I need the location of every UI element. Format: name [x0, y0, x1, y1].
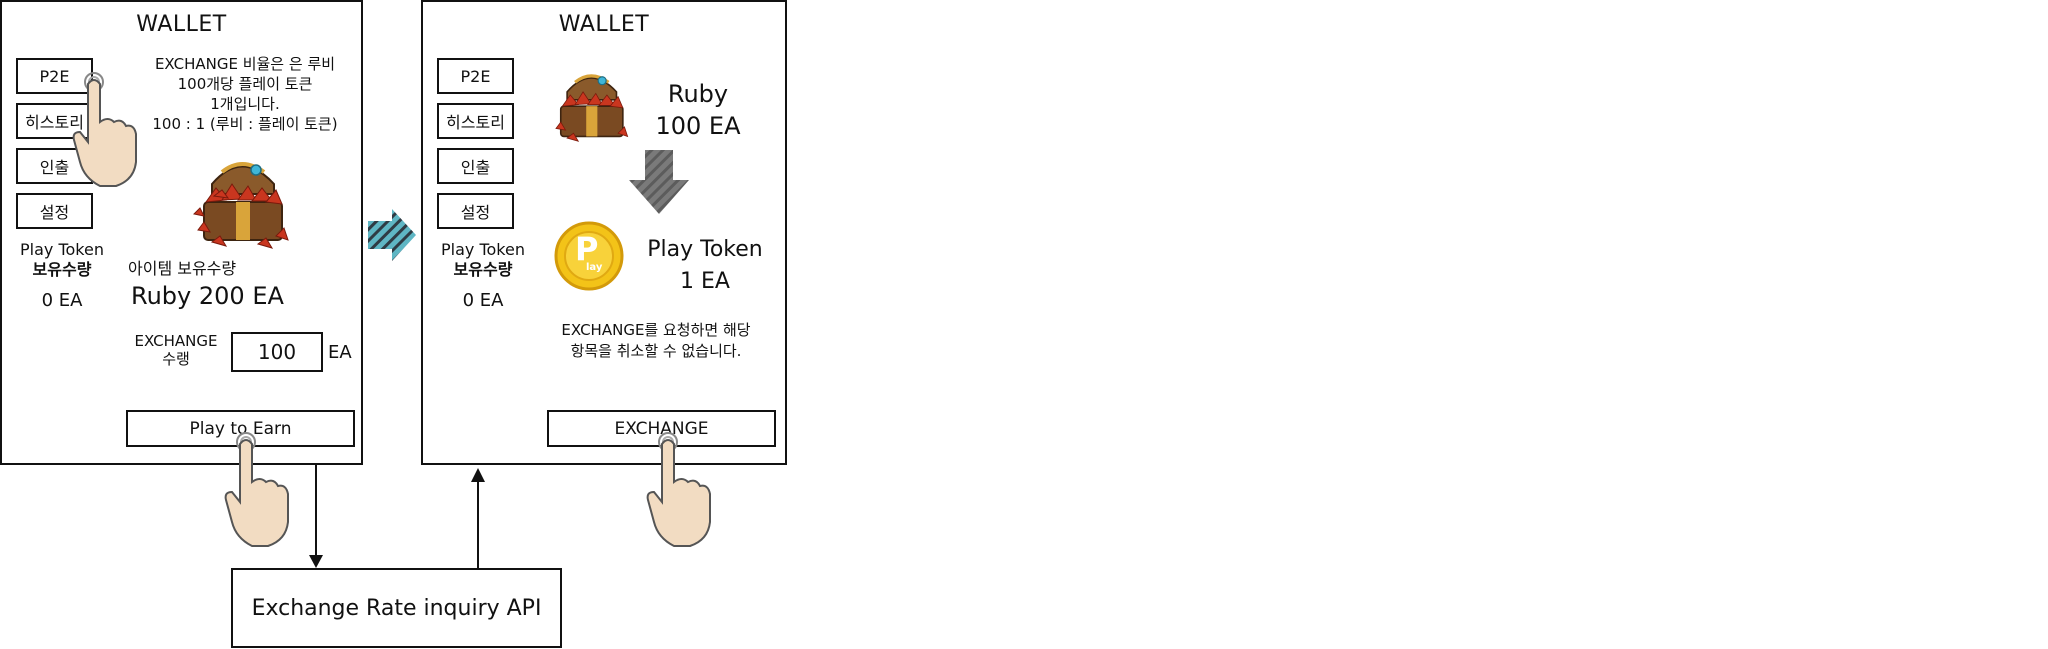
play-token-amount: 0 EA — [41, 290, 83, 311]
play-token-label: Play Token 보유수량 — [14, 240, 110, 280]
coin-letter: P — [575, 230, 599, 268]
exchange-label-line: 수랭 — [162, 350, 190, 368]
from-name: Ruby — [667, 80, 729, 108]
wallet-title: WALLET — [136, 12, 227, 37]
ruby-chest-image — [192, 144, 292, 252]
notice-line: EXCHANGE를 요청하면 해당 — [561, 321, 751, 339]
exchange-button[interactable]: EXCHANGE — [547, 410, 776, 447]
wallet-screen-left: WALLET P2E 히스토리 인출 설정 EXCHANGE 비율은 은 루비 … — [0, 0, 363, 465]
exchange-from-info: Ruby 100 EA — [643, 78, 753, 142]
token-label-line: 보유수량 — [32, 260, 92, 279]
exchange-amount-value: 100 — [257, 340, 297, 364]
exchange-to-info: Play Token 1 EA — [635, 234, 775, 298]
nav-withdraw-button[interactable]: 인출 — [437, 148, 514, 184]
token-label-line: Play Token — [441, 240, 525, 259]
wallet-screen-right: WALLET P2E 히스토리 인출 설정 Play Token 보유수량 0 … — [421, 0, 787, 465]
token-label-line: 보유수량 — [453, 260, 513, 279]
wallet-title: WALLET — [558, 12, 650, 37]
rate-line: 100개당 플레이 토큰 — [177, 75, 313, 93]
nav-history-button[interactable]: 히스토리 — [437, 103, 514, 139]
exchange-unit: EA — [328, 342, 352, 363]
token-label-line: Play Token — [20, 240, 104, 259]
nav-withdraw-button[interactable]: 인출 — [16, 148, 93, 184]
tap-hand-icon — [72, 70, 142, 190]
play-token-label: Play Token 보유수량 — [435, 240, 531, 280]
rate-line: EXCHANGE 비율은 은 루비 — [154, 55, 336, 73]
flow-right-arrow-icon — [366, 207, 418, 263]
nav-p2e-button[interactable]: P2E — [437, 58, 514, 94]
play-coin-icon — [554, 221, 624, 291]
tap-hand-icon — [224, 430, 294, 550]
exchange-amount-input[interactable]: 100 — [231, 332, 323, 372]
api-box-label: Exchange Rate inquiry API — [251, 595, 542, 621]
from-amount: 100 EA — [655, 112, 741, 140]
play-token-amount: 0 EA — [462, 290, 504, 311]
item-holding-label: 아이템 보유수량 — [128, 259, 237, 278]
tap-hand-icon — [646, 430, 716, 550]
exchange-notice: EXCHANGE를 요청하면 해당 항목을 취소할 수 없습니다. — [531, 320, 781, 362]
nav-settings-button[interactable]: 설정 — [16, 193, 93, 229]
to-name: Play Token — [647, 237, 763, 262]
convert-down-arrow-icon — [627, 150, 691, 216]
item-holding-amount: Ruby 200 EA — [131, 282, 284, 310]
exchange-rate-api-box: Exchange Rate inquiry API — [231, 568, 562, 648]
to-amount: 1 EA — [680, 269, 730, 294]
rate-line: 1개입니다. — [210, 95, 280, 113]
ruby-chest-image — [551, 60, 631, 146]
nav-settings-button[interactable]: 설정 — [437, 193, 514, 229]
exchange-label-line: EXCHANGE — [134, 332, 218, 350]
exchange-amount-label: EXCHANGE 수랭 — [126, 332, 226, 368]
coin-sub-text: lay — [586, 262, 603, 273]
exchange-rate-info: EXCHANGE 비율은 은 루비 100개당 플레이 토큰 1개입니다. 10… — [132, 54, 358, 134]
rate-line: 100 : 1 (루비 : 플레이 토큰) — [152, 115, 338, 133]
nav-p2e-button[interactable]: P2E — [16, 58, 93, 94]
notice-line: 항목을 취소할 수 없습니다. — [570, 342, 742, 360]
